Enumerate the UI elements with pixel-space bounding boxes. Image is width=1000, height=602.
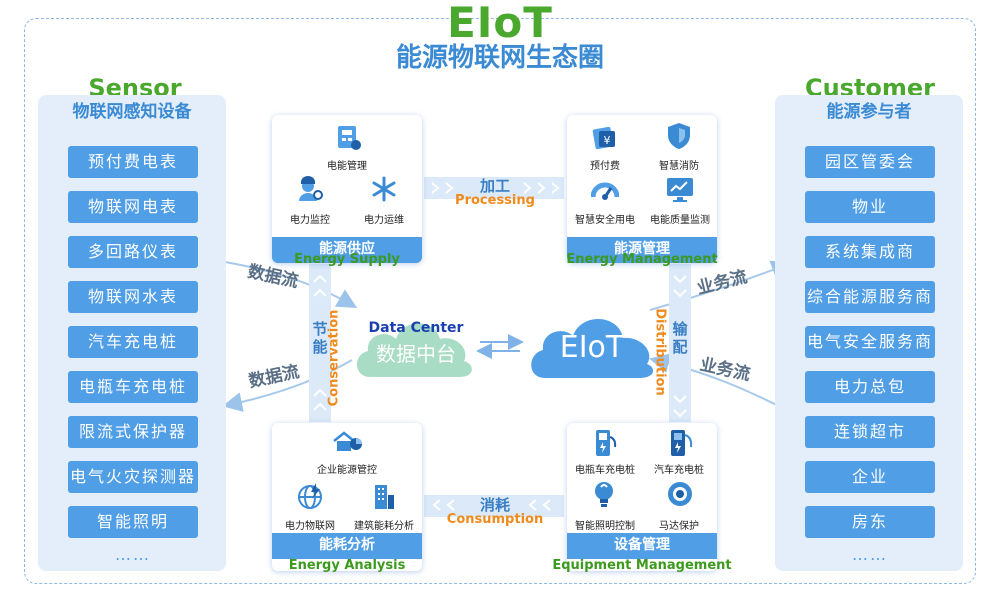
management-footer: 能源管理	[567, 237, 717, 263]
mgmt-label-2: 智慧消防	[659, 161, 699, 172]
business-out-arrow	[649, 260, 792, 311]
mgmt-label-1: 预付费	[590, 161, 620, 172]
customer-item[interactable]: 房东	[805, 506, 935, 538]
analysis-title-en: Energy Analysis	[288, 558, 406, 573]
sensor-panel: 物联网感知设备 预付费电表 物联网电表 多回路仪表 物联网水表 汽车充电桩 电瓶…	[38, 95, 226, 571]
sensor-subtitle: 物联网感知设备	[72, 102, 192, 122]
customer-item[interactable]: 园区管委会	[805, 146, 935, 178]
eiot-cloud	[531, 318, 654, 378]
customer-item[interactable]: 电力总包	[805, 371, 935, 403]
processing-label-cn: 加工	[479, 177, 510, 195]
management-title-en: Energy Management	[566, 252, 718, 267]
worker-icon	[299, 176, 323, 201]
customer-item[interactable]: 电气安全服务商	[805, 326, 935, 358]
motor-icon	[668, 482, 692, 506]
energy-analysis-box: 企业能源管控 电力物联网 建筑能耗分析 能耗分析	[272, 423, 422, 571]
conservation-label-cn: 节能	[312, 320, 328, 356]
globe-icon	[298, 483, 322, 509]
customer-more: ……	[852, 545, 888, 564]
customer-panel: 能源参与者 园区管委会 物业 系统集成商 综合能源服务商 电气安全服务商 电力总…	[775, 95, 963, 571]
equipment-management-box: 电瓶车充电桩 汽车充电桩 智能照明控制 马达保护 设备管理	[567, 423, 717, 571]
customer-item[interactable]: 连锁超市	[805, 416, 935, 448]
consumption-label-en: Consumption	[446, 512, 544, 527]
meter-doc-icon	[338, 126, 361, 150]
svg-text:¥: ¥	[604, 134, 611, 147]
sensor-item[interactable]: 电瓶车充电桩	[68, 371, 198, 403]
data-center-cloud	[356, 323, 472, 377]
dataflow-in-arrow	[224, 261, 358, 308]
building-icon	[375, 485, 394, 509]
supply-label-2: 电力监控	[290, 215, 330, 226]
house-pie-icon	[333, 431, 362, 451]
gauge-icon	[591, 182, 619, 200]
car-charger-icon	[671, 430, 693, 456]
equipment-footer: 设备管理	[567, 533, 717, 559]
customer-item[interactable]: 综合能源服务商	[805, 281, 935, 313]
mgmt-label-3: 智慧安全用电	[575, 215, 635, 226]
ecosystem-frame	[24, 18, 976, 584]
analysis-label-2: 电力物联网	[285, 521, 335, 532]
dataflow-out-arrow	[222, 359, 353, 412]
sensor-item[interactable]: 物联网水表	[68, 281, 198, 313]
consumption-label-cn: 消耗	[479, 496, 510, 514]
energy-supply-box: 电能管理 电力监控 电力运维 能源供应	[272, 115, 422, 263]
shield-icon	[668, 123, 690, 149]
equipment-label-3: 智能照明控制	[575, 521, 635, 532]
sensor-more: ……	[115, 545, 151, 564]
customer-subtitle: 能源参与者	[826, 102, 912, 122]
supply-footer: 能源供应	[272, 237, 422, 263]
sensor-item[interactable]: 汽车充电桩	[68, 326, 198, 358]
customer-item[interactable]: 企业	[805, 461, 935, 493]
analysis-label-3: 建筑能耗分析	[354, 521, 414, 532]
eiot-cloud-label: EIoT	[559, 330, 625, 365]
energy-management-box: ¥ 预付费 智慧消防 智慧安全用电 电能质量监测 能源管理	[567, 115, 717, 263]
analysis-footer: 能耗分析	[272, 533, 422, 559]
customer-item[interactable]: 系统集成商	[805, 236, 935, 268]
data-center-label-en: Data Center	[368, 320, 464, 336]
equipment-title-en: Equipment Management	[552, 558, 732, 573]
main-title: EIoT	[447, 0, 553, 47]
conservation-label-en: Conservation	[326, 309, 342, 407]
equipment-label-2: 汽车充电桩	[654, 465, 704, 476]
sensor-item[interactable]: 限流式保护器	[68, 416, 198, 448]
distribution-label-en: Distribution	[652, 308, 668, 396]
mgmt-label-4: 电能质量监测	[650, 215, 710, 226]
sensor-item[interactable]: 智能照明	[68, 506, 198, 538]
equipment-label-4: 马达保护	[659, 521, 699, 532]
supply-title-en: Energy Supply	[294, 252, 400, 267]
sensor-item[interactable]: 多回路仪表	[68, 236, 198, 268]
distribution-label-cn: 输配	[672, 320, 688, 356]
snowflake-icon	[372, 176, 396, 202]
bulb-icon	[595, 482, 613, 507]
analysis-label-1: 企业能源管控	[317, 465, 377, 476]
sensor-item[interactable]: 预付费电表	[68, 146, 198, 178]
customer-item[interactable]: 物业	[805, 191, 935, 223]
supply-label-3: 电力运维	[364, 215, 404, 226]
main-subtitle: 能源物联网生态圈	[395, 43, 604, 73]
sensor-item[interactable]: 物联网电表	[68, 191, 198, 223]
supply-label-1: 电能管理	[327, 161, 367, 172]
card-icon: ¥	[592, 126, 615, 150]
ebike-charger-icon	[596, 430, 617, 456]
monitor-chart-icon	[667, 178, 693, 202]
sensor-item[interactable]: 电气火灾探测器	[68, 461, 198, 493]
equipment-label-1: 电瓶车充电桩	[575, 465, 635, 476]
data-center-label-cn: 数据中台	[376, 342, 456, 366]
processing-label-en: Processing	[455, 193, 535, 208]
